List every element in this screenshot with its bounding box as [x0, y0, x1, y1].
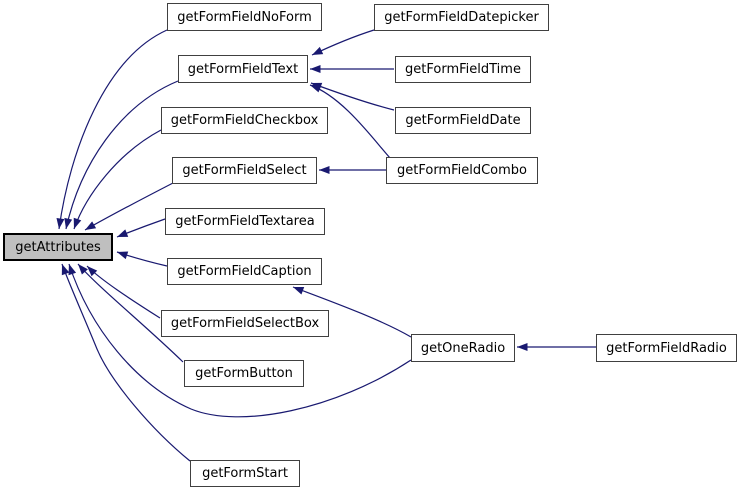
node-getFormFieldRadio[interactable]: getFormFieldRadio — [596, 334, 737, 362]
edge-checkbox-to-attributes — [73, 129, 162, 230]
edge-oneradio-to-caption — [292, 286, 412, 338]
node-getFormStart[interactable]: getFormStart — [190, 460, 300, 487]
node-getAttributes: getAttributes — [3, 233, 113, 261]
node-getFormFieldCombo[interactable]: getFormFieldCombo — [386, 157, 538, 184]
node-getOneRadio[interactable]: getOneRadio — [411, 334, 515, 362]
node-getFormFieldTextarea[interactable]: getFormFieldTextarea — [165, 208, 325, 235]
node-getFormFieldSelectBox[interactable]: getFormFieldSelectBox — [161, 310, 329, 337]
node-getFormFieldDatepicker[interactable]: getFormFieldDatepicker — [374, 4, 549, 31]
edge-combo-to-text — [309, 84, 391, 159]
edge-start-to-attributes — [61, 263, 191, 462]
node-getFormFieldDate[interactable]: getFormFieldDate — [395, 107, 531, 134]
node-getFormFieldCheckbox[interactable]: getFormFieldCheckbox — [161, 107, 328, 134]
edge-oneradio-to-attributes — [68, 263, 412, 418]
node-getFormFieldTime[interactable]: getFormFieldTime — [395, 56, 531, 83]
edge-caption-to-attributes — [116, 251, 168, 267]
edge-textarea-to-attributes — [116, 218, 166, 238]
edge-select-to-attributes — [84, 182, 174, 231]
edge-datepicker-to-text — [311, 29, 375, 56]
edge-text-to-attributes — [64, 80, 179, 230]
node-getFormFieldText[interactable]: getFormFieldText — [178, 55, 308, 83]
node-getFormFieldNoForm[interactable]: getFormFieldNoForm — [167, 3, 322, 31]
edge-date-to-text — [310, 82, 395, 111]
edge-button-to-attributes — [77, 263, 184, 363]
node-getFormButton[interactable]: getFormButton — [184, 360, 304, 387]
node-getFormFieldCaption[interactable]: getFormFieldCaption — [167, 258, 322, 285]
edge-noform-to-attributes — [56, 29, 168, 230]
edge-selectbox-to-attributes — [86, 265, 161, 319]
node-getFormFieldSelect[interactable]: getFormFieldSelect — [172, 157, 317, 184]
